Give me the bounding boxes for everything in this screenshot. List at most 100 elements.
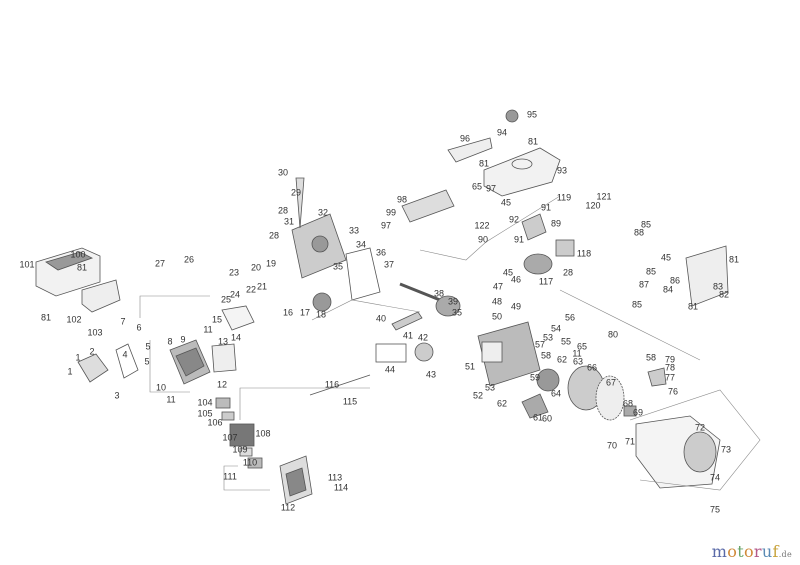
- part-callout-73: 73: [720, 444, 732, 455]
- part-callout-5: 5: [144, 356, 150, 367]
- part-callout-38: 38: [433, 288, 445, 299]
- part-callout-11: 11: [572, 348, 582, 359]
- part-callout-1: 1: [75, 352, 81, 363]
- part-callout-80: 80: [607, 329, 619, 340]
- part-callout-8: 8: [167, 336, 173, 347]
- part-callout-65: 65: [576, 341, 588, 352]
- heat-shield: [221, 305, 255, 331]
- part-callout-9: 9: [180, 334, 186, 345]
- part-callout-40: 40: [375, 313, 387, 324]
- part-callout-50: 50: [491, 311, 503, 322]
- part-callout-118: 118: [576, 248, 592, 259]
- part-callout-91: 91: [540, 202, 552, 213]
- part-callout-4: 4: [122, 349, 128, 360]
- part-callout-66: 66: [586, 362, 598, 373]
- part-callout-101: 101: [19, 259, 35, 270]
- part-callout-78: 78: [664, 362, 676, 373]
- part-callout-11: 11: [203, 324, 213, 335]
- part-callout-14: 14: [230, 332, 242, 343]
- part-callout-120: 120: [585, 200, 601, 211]
- part-callout-26: 26: [183, 254, 195, 265]
- part-callout-43: 43: [425, 369, 437, 380]
- part-callout-3: 3: [114, 390, 120, 401]
- part-callout-10: 10: [155, 382, 167, 393]
- part-callout-97: 97: [485, 183, 497, 194]
- part-callout-55: 55: [560, 336, 572, 347]
- throttle-cable: [309, 374, 371, 396]
- part-callout-67: 67: [605, 377, 617, 388]
- ignition-coil: [521, 393, 549, 419]
- part-callout-85: 85: [645, 266, 657, 277]
- part-callout-105: 105: [197, 408, 213, 419]
- part-callout-28: 28: [277, 205, 289, 216]
- part-callout-74: 74: [709, 472, 721, 483]
- governor-lever: [647, 367, 667, 387]
- part-callout-70: 70: [606, 440, 618, 451]
- cylinder-head: [169, 339, 211, 385]
- part-callout-108: 108: [255, 428, 271, 439]
- fan-housing: [635, 415, 721, 489]
- part-callout-36: 36: [375, 247, 387, 258]
- fuel-cap: [505, 109, 519, 123]
- part-callout-49: 49: [510, 301, 522, 312]
- part-callout-45: 45: [660, 252, 672, 263]
- head-gasket: [211, 343, 237, 373]
- part-callout-56: 56: [564, 312, 576, 323]
- part-callout-6: 6: [136, 322, 142, 333]
- part-callout-82: 82: [718, 289, 730, 300]
- part-callout-68: 68: [622, 398, 634, 409]
- part-callout-88: 88: [633, 227, 645, 238]
- part-callout-58: 58: [540, 350, 552, 361]
- part-callout-89: 89: [550, 218, 562, 229]
- part-callout-12: 12: [216, 379, 228, 390]
- part-callout-96: 96: [459, 133, 471, 144]
- part-callout-95: 95: [526, 109, 538, 120]
- side-cover: [685, 245, 729, 307]
- starter-cup: [623, 405, 637, 417]
- part-callout-109: 109: [232, 444, 248, 455]
- part-callout-81: 81: [728, 254, 740, 265]
- carburetor: [215, 397, 263, 469]
- part-callout-94: 94: [496, 127, 508, 138]
- muffler: [279, 455, 313, 505]
- part-callout-20: 20: [250, 262, 262, 273]
- part-callout-121: 121: [596, 191, 612, 202]
- part-callout-1: 1: [67, 366, 73, 377]
- part-callout-52: 52: [472, 390, 484, 401]
- valve-cover: [77, 353, 109, 383]
- part-callout-21: 21: [256, 281, 268, 292]
- part-callout-122: 122: [474, 220, 490, 231]
- part-callout-16: 16: [282, 307, 294, 318]
- part-callout-35: 35: [451, 307, 463, 318]
- part-callout-85: 85: [640, 219, 652, 230]
- valve-cover-gasket: [115, 343, 139, 379]
- part-callout-115: 115: [342, 396, 358, 407]
- part-callout-5: 5: [145, 341, 151, 352]
- part-callout-99: 99: [385, 207, 397, 218]
- part-callout-30: 30: [277, 167, 289, 178]
- part-callout-116: 116: [324, 379, 340, 390]
- part-callout-81: 81: [40, 312, 52, 323]
- part-callout-37: 37: [383, 259, 395, 270]
- part-callout-72: 72: [694, 422, 706, 433]
- part-callout-83: 83: [712, 281, 724, 292]
- part-callout-62: 62: [496, 398, 508, 409]
- part-callout-104: 104: [197, 397, 213, 408]
- part-callout-117: 117: [538, 276, 554, 287]
- crankcase-cover: [291, 213, 347, 279]
- connecting-rod: [391, 311, 423, 331]
- part-callout-35: 35: [332, 261, 344, 272]
- part-callout-84: 84: [662, 284, 674, 295]
- part-callout-31: 31: [283, 216, 295, 227]
- part-callout-79: 79: [664, 354, 676, 365]
- cooling-fan: [595, 375, 625, 421]
- part-callout-62: 62: [556, 354, 568, 365]
- cover-gasket: [345, 247, 381, 301]
- starter-motor: [523, 239, 575, 275]
- crankshaft: [399, 282, 461, 317]
- part-callout-103: 103: [87, 327, 103, 338]
- part-callout-75: 75: [709, 504, 721, 515]
- air-filter-cover: [35, 247, 101, 297]
- part-callout-59: 59: [529, 372, 541, 383]
